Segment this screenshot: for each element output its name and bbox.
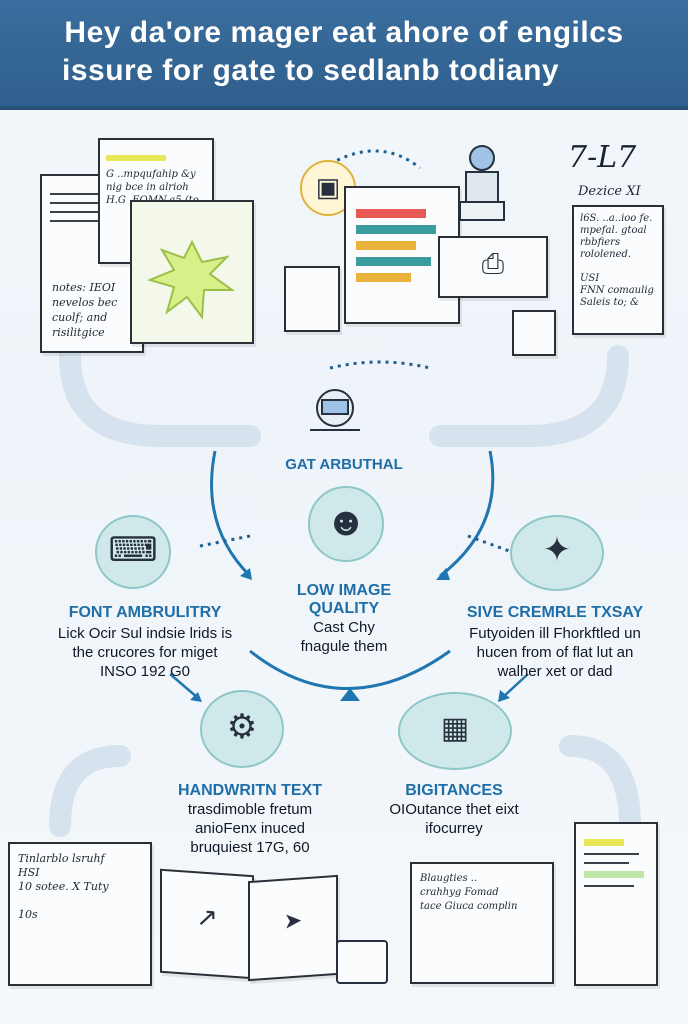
briefcase-icon (336, 940, 388, 984)
background-connectors (49, 149, 641, 837)
sive-node-title: SIVE CREMRLE TXSAY (466, 604, 644, 621)
printer-robot-icon: ⌨ (108, 531, 158, 569)
printer-icon: ⎙ (481, 248, 505, 279)
bigitances-node-title: BIGITANCES (405, 782, 503, 799)
tripod-camera-icon: ✦ (542, 531, 572, 569)
bottom-left-document: Tinlarblo lsruhf HSI 10 sotee. X Tuty 10… (8, 842, 152, 986)
font-node-text: Lick Ocir Sul indsie lrids is the crucor… (57, 625, 233, 680)
highlight-bar (106, 155, 166, 161)
small-phone-icon (512, 310, 556, 356)
top-right-title: 7-L7 (568, 140, 637, 175)
handwritten-node-title: HANDWRITN TEXT (178, 782, 322, 799)
hub-text: Cast Chy fnagule them (300, 619, 388, 655)
font-node-circle: ⌨ (95, 515, 171, 589)
note-line: nig bce in alrioh (106, 182, 189, 193)
sive-node-circle: ✦ (510, 515, 604, 591)
bigitances-node-text: OIOutance thet eixt ifocurrey (389, 801, 519, 837)
robot-figure-icon (452, 142, 512, 222)
robot-scanner-icon (300, 370, 370, 440)
spreadsheet-document (344, 186, 460, 324)
cursor-icon: ➤ (283, 907, 303, 934)
document-right: l6S. ..a..ioo fe. mpefal. gtoal rbbfiers… (572, 205, 664, 335)
arrow-icon: ↗ (196, 901, 218, 933)
small-document (284, 266, 340, 332)
hub-title: LOW IMAGE QUALITY (296, 582, 392, 617)
handwritten-node-text: trasdimoble fretum anioFenx inuced bruqu… (187, 801, 313, 856)
robot-face-icon: ☻ (324, 500, 368, 544)
burst-icon (147, 239, 236, 320)
bottom-right-document (574, 822, 658, 986)
center-label: GAT ARBUTHAL (285, 456, 403, 473)
top-right-subtitle: Dezice XI (578, 184, 641, 199)
banner-title-line-2: issure for gate to sedlanb todiany (62, 54, 560, 87)
folded-paper-right: ➤ (248, 874, 338, 982)
devices-icon: ▦ (440, 712, 470, 745)
folded-paper-left: ↗ (160, 868, 254, 980)
handwritten-node-circle: ⚙ (200, 690, 284, 768)
font-node-title: FONT AMBRULITRY (68, 604, 222, 621)
open-book-document: Blaugties .. crahhyg Fomad tace Giuca co… (410, 862, 554, 984)
bigitances-node-circle: ▦ (398, 692, 512, 770)
printer-machine: ⎙ (438, 236, 548, 298)
hub-icon-circle: ☻ (308, 486, 384, 562)
sive-node-text: Futyoiden ill Fhorkftled un hucen from o… (469, 625, 641, 680)
document-text: notes: IEOI nevelos bec cuolf; and risil… (52, 281, 118, 339)
machine-icon: ⚙ (226, 708, 258, 746)
document-front-left (130, 200, 254, 344)
note-line: G ..mpqufahip &y (106, 169, 196, 180)
header-banner: Hey da'ore mager eat ahore of engilcs is… (0, 0, 688, 110)
banner-title-line-1: Hey da'ore mager eat ahore of engilcs (64, 16, 624, 49)
